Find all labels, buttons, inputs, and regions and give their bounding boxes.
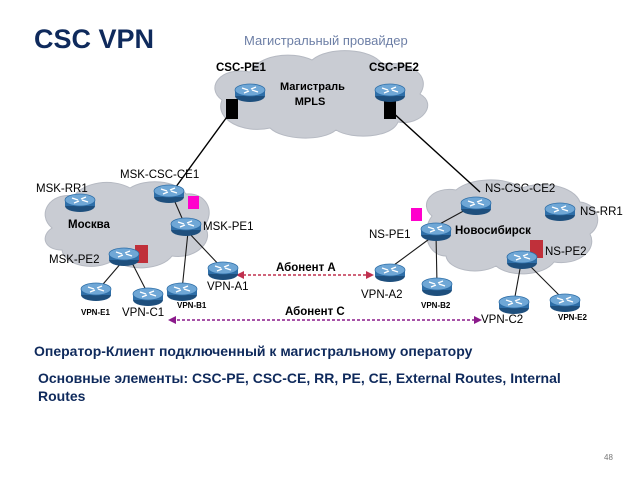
router-icon-msk-pe2[interactable]	[108, 247, 140, 267]
router-icon-vpn-b2[interactable]	[421, 277, 453, 297]
router-icon-vpn-c2[interactable]	[498, 295, 530, 315]
ns-pe1-label: NS-PE1	[369, 229, 411, 241]
vpn-c1-label: VPN-C1	[122, 307, 165, 319]
novosibirsk-label: Новосибирск	[455, 225, 531, 237]
description-elements: Основные элементы: CSC-PE, CSC-CE, RR, P…	[38, 370, 561, 404]
slide-title: CSC VPN	[34, 24, 155, 54]
msk-csc-ce1-label: MSK-CSC-CE1	[120, 169, 200, 181]
router-icon-ns-csc-ce2[interactable]	[460, 196, 492, 216]
vpn-b1-label: VPN-B1	[177, 301, 207, 310]
router-icon-msk-rr1[interactable]	[64, 193, 96, 213]
vrf-marker-icon	[411, 208, 422, 221]
msk-pe1-label: MSK-PE1	[203, 221, 254, 233]
subscriber-a-label: Абонент A	[276, 262, 336, 274]
vpn-e1-label: VPN-E1	[81, 308, 110, 317]
router-icon-csc-pe2[interactable]	[374, 83, 406, 103]
router-icon-vpn-e2[interactable]	[549, 293, 581, 313]
mpls-cloud	[214, 50, 429, 139]
subscriber-c-label: Абонент C	[285, 306, 345, 318]
ns-pe2-label: NS-PE2	[545, 246, 587, 258]
router-icon-ns-pe1[interactable]	[420, 222, 452, 242]
ns-csc-ce2-label: NS-CSC-CE2	[485, 183, 556, 195]
moscow-label: Москва	[68, 219, 110, 231]
router-icon-vpn-a1[interactable]	[207, 261, 239, 281]
csc-pe2-label: CSC-PE2	[369, 62, 419, 74]
router-icon-vpn-b1[interactable]	[166, 282, 198, 302]
router-icon-ns-rr1[interactable]	[544, 202, 576, 222]
msk-pe2-label: MSK-PE2	[49, 254, 100, 266]
router-icon-ns-pe2[interactable]	[506, 250, 538, 270]
vpn-b2-label: VPN-B2	[421, 301, 451, 310]
router-icon-vpn-c1[interactable]	[132, 287, 164, 307]
interface-box-icon	[226, 99, 238, 119]
page-number: 48	[604, 453, 613, 462]
csc-pe1-label: CSC-PE1	[216, 62, 266, 74]
interface-box-icon	[384, 99, 396, 119]
router-icon-vpn-a2[interactable]	[374, 263, 406, 283]
router-icon-vpn-e1[interactable]	[80, 282, 112, 302]
backbone-provider-label: Магистральный провайдер	[244, 33, 408, 48]
vpn-e2-label: VPN-E2	[558, 313, 587, 322]
vpn-a1-label: VPN-A1	[207, 281, 249, 293]
msk-rr1-label: MSK-RR1	[36, 183, 88, 195]
router-icon-msk-csc-ce1[interactable]	[153, 184, 185, 204]
mpls-cloud-label-line1: Магистраль	[280, 81, 345, 93]
mpls-cloud-label: Магистраль MPLS	[280, 80, 345, 110]
vpn-c2-label: VPN-C2	[481, 314, 524, 326]
vpn-a2-label: VPN-A2	[361, 289, 403, 301]
ns-rr1-label: NS-RR1	[580, 206, 623, 218]
router-icon-csc-pe1[interactable]	[234, 83, 266, 103]
vrf-marker-icon	[188, 196, 199, 209]
router-icon-msk-pe1[interactable]	[170, 217, 202, 237]
description-heading: Оператор-Клиент подключенный к магистрал…	[34, 343, 473, 359]
mpls-cloud-label-line2: MPLS	[294, 96, 326, 108]
